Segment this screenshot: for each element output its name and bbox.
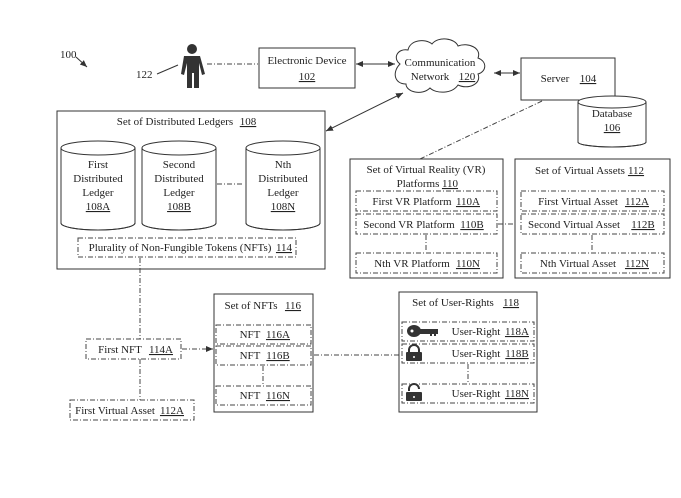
assets-ref: 112 (628, 165, 644, 177)
nft-item-n-ref: 116N (266, 390, 290, 402)
ledger-first-line3: Ledger (82, 187, 113, 199)
ledger-cylinder-nth: Nth Distributed Ledger 108N (245, 140, 321, 231)
ledger-first-line1: First (88, 159, 108, 171)
ledgers-ref: 108 (240, 116, 257, 128)
plurality-nfts-ref: 114 (276, 242, 293, 254)
key-icon (407, 325, 438, 337)
user-right-n (401, 383, 535, 404)
user-right-a-ref: 118A (505, 326, 529, 338)
virtual-asset-first-label: First Virtual Asset (538, 196, 618, 208)
user-rights-ref: 118 (503, 297, 520, 309)
user-right-n-ref: 118N (505, 388, 529, 400)
nft-item-a-ref: 116A (266, 329, 290, 341)
nft-set-ref: 116 (285, 300, 302, 312)
vr-platform-second-ref: 110B (460, 219, 483, 231)
user-right-b-ref: 118B (505, 348, 528, 360)
server-ref: 104 (580, 73, 597, 85)
nft-item-n-label: NFT (240, 390, 261, 402)
vr-platforms-set: Set of Virtual Reality (VR) Platforms 11… (349, 158, 504, 279)
user-right-n-label: User-Right (452, 388, 501, 400)
user-right-b (401, 343, 535, 364)
figure-ref-label: 100 (60, 49, 77, 61)
database-label: Database (592, 108, 632, 120)
ledger-nth-ref: 108N (271, 201, 296, 213)
first-nft-label: First NFT (98, 344, 142, 356)
nft-item-n (215, 385, 312, 406)
user-right-a-label: User-Right (452, 326, 501, 338)
vr-platform-nth-ref: 110N (456, 258, 480, 270)
network-label-line1: Communication (405, 57, 476, 69)
virtual-asset-second (520, 213, 665, 235)
communication-network-cloud: Communication Network 120 (394, 38, 486, 93)
server-vr-link (419, 100, 543, 160)
ledgers-title: Set of Distributed Ledgers (117, 116, 233, 128)
electronic-device-box: Electronic Device 102 (258, 47, 356, 89)
user-ref-label: 122 (136, 69, 153, 81)
ledger-nth-line3: Ledger (267, 187, 298, 199)
database-ref: 106 (604, 122, 621, 134)
first-virtual-asset-ref: 112A (160, 405, 184, 417)
ledger-second-line1: Second (163, 159, 196, 171)
ledger-first-ref: 108A (86, 201, 111, 213)
ledger-second-line3: Ledger (163, 187, 194, 199)
vr-title-line1: Set of Virtual Reality (VR) (367, 164, 486, 176)
virtual-assets-set: Set of Virtual Assets 112 First Virtual … (514, 158, 671, 279)
virtual-asset-nth-ref: 112N (625, 258, 649, 270)
nft-item-b-ref: 116B (266, 350, 289, 362)
lock-open-icon (406, 383, 422, 401)
server-label: Server (541, 73, 570, 85)
ledger-nth-line2: Distributed (258, 173, 308, 185)
virtual-asset-second-label: Second Virtual Asset (528, 219, 620, 231)
nft-item-b (215, 345, 312, 366)
plurality-nfts-box: Plurality of Non-Fungible Tokens (NFTs) … (77, 237, 297, 258)
vr-platform-first-label: First VR Platform (372, 196, 452, 208)
ledger-second-line2: Distributed (154, 173, 204, 185)
ledger-second-ref: 108B (167, 201, 191, 213)
virtual-asset-second-ref: 112B (631, 219, 654, 231)
vr-platform-second (355, 213, 498, 235)
plurality-nfts-label: Plurality of Non-Fungible Tokens (NFTs) (89, 242, 272, 254)
user-rights-set: Set of User-Rights 118 User-Right 118A U… (398, 291, 538, 413)
ledger-nth-line1: Nth (275, 159, 292, 171)
first-nft-box: First NFT 114A (85, 338, 182, 360)
figure-ref-arrow (75, 56, 88, 68)
user-rights-title: Set of User-Rights (412, 297, 494, 309)
user-right-b-label: User-Right (452, 348, 501, 360)
network-ref: 120 (459, 71, 476, 83)
first-virtual-asset-label: First Virtual Asset (75, 405, 155, 417)
assets-title: Set of Virtual Assets (535, 165, 625, 177)
nft-item-a-label: NFT (240, 329, 261, 341)
virtual-asset-first-ref: 112A (625, 196, 649, 208)
virtual-asset-nth (520, 252, 665, 274)
server-box: Server 104 (520, 57, 616, 101)
vr-platform-second-label: Second VR Platform (363, 219, 455, 231)
ledger-cylinder-second: Second Distributed Ledger 108B (141, 140, 217, 231)
nft-item-b-label: NFT (240, 350, 261, 362)
nft-item-a (215, 324, 312, 345)
nft-set-title: Set of NFTs (224, 300, 277, 312)
first-virtual-asset-box: First Virtual Asset 112A (69, 399, 195, 421)
network-ledgers-link (325, 92, 404, 132)
vr-platform-nth-label: Nth VR Platform (374, 258, 450, 270)
network-label-line2: Network (411, 71, 450, 83)
person-icon (181, 44, 205, 88)
vr-platform-first-ref: 110A (456, 196, 480, 208)
vr-title-ref: 110 (442, 178, 459, 190)
vr-title-line2: Platforms (397, 178, 440, 190)
ledger-first-line2: Distributed (73, 173, 123, 185)
nft-set: Set of NFTs 116 NFT 116A NFT 116B NFT 11… (213, 293, 314, 413)
user-ref-leader (156, 64, 179, 75)
first-nft-ref: 114A (149, 344, 173, 356)
vr-platform-first (355, 190, 498, 212)
virtual-asset-first (520, 190, 665, 212)
virtual-asset-nth-label: Nth Virtual Asset (540, 258, 616, 270)
electronic-device-ref: 102 (299, 71, 316, 83)
ledger-cylinder-first: First Distributed Ledger 108A (60, 140, 136, 231)
electronic-device-label: Electronic Device (267, 55, 346, 67)
database-cylinder: Database 106 (577, 95, 647, 148)
vr-platform-nth (355, 252, 498, 274)
user-right-a (401, 321, 535, 342)
lock-closed-icon (406, 344, 422, 361)
